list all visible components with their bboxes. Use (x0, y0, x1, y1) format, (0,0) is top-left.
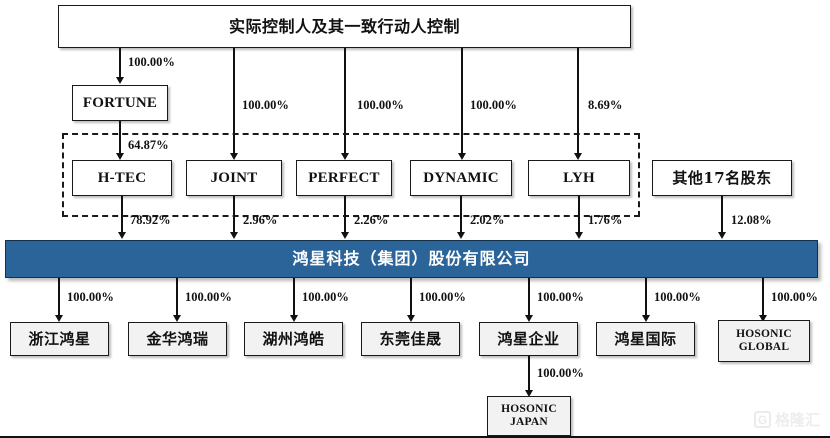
holder-label-dynamic: DYNAMIC (423, 169, 499, 186)
holder-box-h-tec: H-TEC (72, 160, 172, 196)
arrowhead-joint-to-company (229, 232, 238, 239)
connector-dynamic-to-company (460, 196, 462, 233)
subsidiary-box-hongxing-guoji: 鸿星国际 (596, 322, 695, 356)
arrowhead-top-to-perfect (340, 153, 349, 160)
other-shareholders-box: 其他17名股东 (652, 160, 792, 196)
arrowhead-company-to-sub-2 (289, 315, 298, 322)
subsidiary-label-zhejiang-hongxing: 浙江鸿星 (28, 329, 91, 348)
pct-dynamic-to-company: 2.02% (470, 213, 505, 227)
arrowhead-top-to-dynamic (457, 153, 466, 160)
subsidiary-label-huzhou-honghao: 湖州鸿皓 (262, 329, 325, 348)
arrowhead-perfect-to-company (340, 232, 349, 239)
pct-company-to-sub-6: 100.00% (771, 290, 818, 304)
connector-company-to-sub-6 (762, 278, 764, 316)
arrowhead-company-to-sub-4 (524, 315, 533, 322)
connector-company-to-sub-2 (293, 278, 295, 316)
arrowhead-htec-to-company (117, 232, 126, 239)
pct-htec-to-company: 78.92% (130, 213, 171, 227)
pct-fortune-to-htec: 64.87% (128, 138, 169, 152)
connector-joint-to-company (233, 196, 235, 233)
holder-label-perfect: PERFECT (308, 169, 380, 186)
connector-top-to-lyh (577, 48, 579, 154)
main-company-box: 鸿星科技（集团）股份有限公司 (5, 240, 818, 278)
subsidiary-box-huzhou-honghao: 湖州鸿皓 (244, 322, 343, 356)
arrowhead-company-to-sub-6 (758, 315, 767, 322)
subsidiary-label-hosonic-global: HOSONIC GLOBAL (736, 328, 792, 353)
fortune-label: FORTUNE (82, 94, 158, 111)
gelonghui-logo-icon: G (753, 411, 771, 428)
arrowhead-other-to-company (717, 232, 726, 239)
arrowhead-company-to-sub-3 (406, 315, 415, 322)
watermark-text: 格隆汇 (774, 411, 820, 429)
arrowhead-top-to-fortune (115, 77, 124, 84)
connector-company-to-sub-4 (528, 278, 530, 316)
pct-company-to-sub-1: 100.00% (185, 290, 232, 304)
pct-company-to-sub-5: 100.00% (654, 290, 701, 304)
sub-subsidiary-label-hosonic-japan: HOSONIC JAPAN (501, 403, 557, 428)
connector-lyh-to-company (578, 196, 580, 233)
pct-lyh-to-company: 1.76% (588, 213, 623, 227)
subsidiary-label-hongxing-qiye: 鸿星企业 (497, 329, 560, 348)
arrowhead-lyh-to-company (574, 232, 583, 239)
subsidiary-label-hongxing-guoji: 鸿星国际 (614, 329, 677, 348)
bottom-divider (0, 436, 830, 438)
holder-label-h-tec: H-TEC (97, 169, 147, 186)
arrowhead-company-to-sub-0 (54, 315, 63, 322)
holder-box-joint: JOINT (186, 160, 282, 196)
sub-subsidiary-box-hosonic-japan: HOSONIC JAPAN (487, 396, 571, 436)
connector-other-to-company (721, 196, 723, 233)
connector-fortune-to-htec (119, 121, 121, 154)
connector-top-to-joint (233, 48, 235, 154)
pct-hongxingqiye-to-hosonic-japan: 100.00% (537, 366, 584, 380)
arrowhead-company-to-sub-1 (172, 315, 181, 322)
pct-joint-to-company: 2.96% (243, 213, 278, 227)
arrowhead-hongxingqiye-to-hosonic-japan (524, 390, 533, 397)
arrowhead-top-to-joint (229, 153, 238, 160)
subsidiary-box-hosonic-global: HOSONIC GLOBAL (718, 320, 810, 362)
pct-top-to-lyh: 8.69% (588, 98, 623, 112)
holder-box-lyh: LYH (528, 160, 630, 196)
connector-company-to-sub-1 (176, 278, 178, 316)
connector-company-to-sub-5 (645, 278, 647, 316)
pct-company-to-sub-3: 100.00% (419, 290, 466, 304)
connector-htec-to-company (121, 196, 123, 233)
holder-box-perfect: PERFECT (296, 160, 392, 196)
connector-company-to-sub-0 (58, 278, 60, 316)
connector-hongxingqiye-to-hosonic-japan (528, 356, 530, 391)
watermark: G 格隆汇 (753, 409, 820, 430)
holder-box-dynamic: DYNAMIC (410, 160, 512, 196)
arrowhead-top-to-lyh (573, 153, 582, 160)
pct-perfect-to-company: 2.26% (354, 213, 389, 227)
other-shareholders-label: 其他17名股东 (672, 168, 772, 187)
connector-company-to-sub-3 (410, 278, 412, 316)
holder-label-joint: JOINT (210, 169, 258, 186)
subsidiary-box-dongguan-jiasheng: 东莞佳晟 (361, 322, 460, 356)
subsidiary-box-hongxing-qiye: 鸿星企业 (479, 322, 578, 356)
connector-top-to-dynamic (461, 48, 463, 154)
pct-top-to-joint: 100.00% (242, 98, 289, 112)
pct-company-to-sub-2: 100.00% (302, 290, 349, 304)
pct-top-to-perfect: 100.00% (357, 98, 404, 112)
actual-controller-box: 实际控制人及其一致行动人控制 (58, 5, 631, 48)
arrowhead-company-to-sub-5 (641, 315, 650, 322)
pct-other-to-company: 12.08% (731, 213, 772, 227)
pct-company-to-sub-0: 100.00% (67, 290, 114, 304)
subsidiary-box-jinhua-hongrui: 金华鸿瑞 (128, 322, 227, 356)
subsidiary-label-dongguan-jiasheng: 东莞佳晟 (379, 329, 442, 348)
connector-perfect-to-company (344, 196, 346, 233)
arrowhead-dynamic-to-company (456, 232, 465, 239)
connector-top-to-perfect (344, 48, 346, 154)
pct-company-to-sub-4: 100.00% (537, 290, 584, 304)
actual-controller-label: 实际控制人及其一致行动人控制 (228, 16, 460, 36)
pct-top-to-dynamic: 100.00% (470, 98, 517, 112)
pct-top-to-fortune: 100.00% (128, 55, 175, 69)
arrowhead-fortune-to-htec (115, 153, 124, 160)
fortune-box: FORTUNE (72, 85, 168, 121)
holder-label-lyh: LYH (563, 169, 595, 186)
connector-top-to-fortune (119, 48, 121, 78)
main-company-label: 鸿星科技（集团）股份有限公司 (292, 249, 531, 269)
subsidiary-box-zhejiang-hongxing: 浙江鸿星 (10, 322, 109, 356)
subsidiary-label-jinhua-hongrui: 金华鸿瑞 (146, 329, 209, 348)
